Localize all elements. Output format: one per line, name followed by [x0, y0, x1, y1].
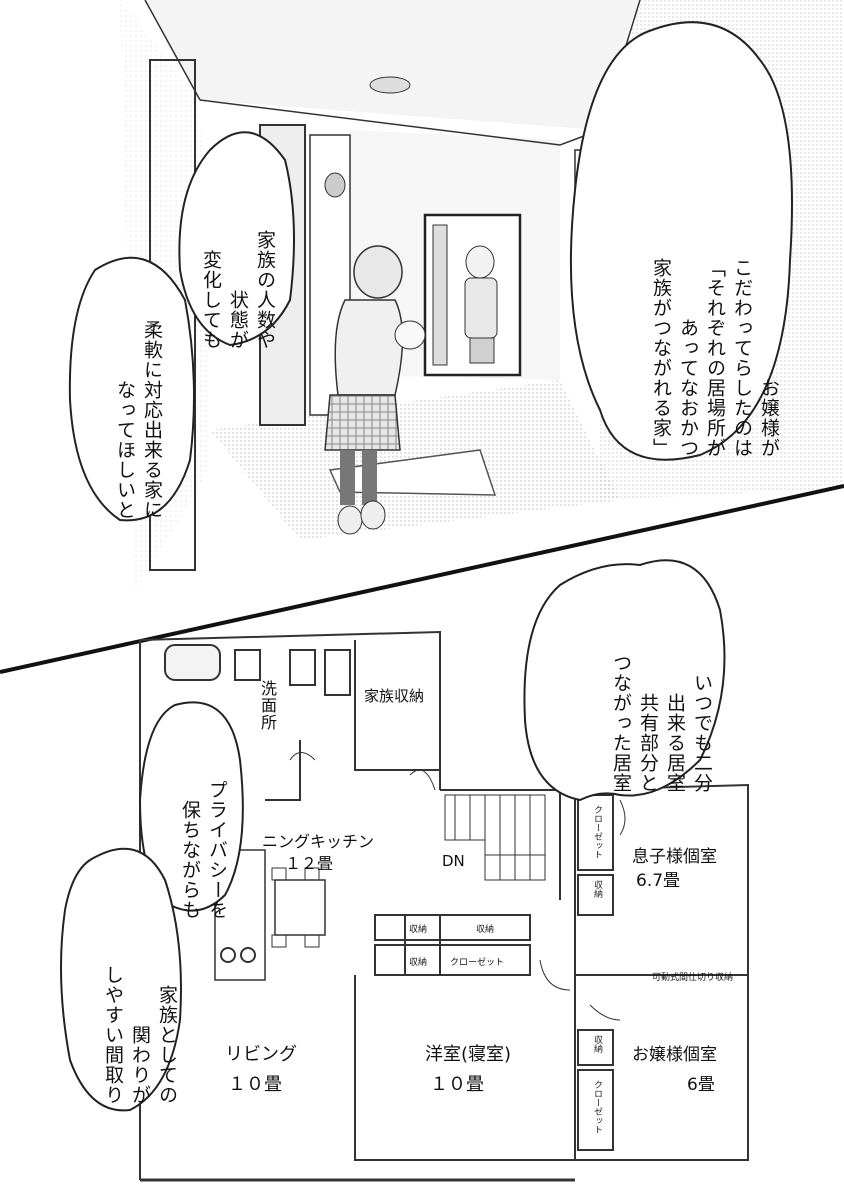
- speech-bubble-right-bottom: [523, 559, 726, 802]
- son-closet-label: クローゼット: [592, 805, 602, 859]
- line-4: 柔軟に対応出来る家に: [141, 320, 163, 520]
- movable-partition-label: 可動式間仕切り収納: [652, 973, 734, 983]
- line-2: 状態が: [227, 290, 249, 350]
- washroom-label: 洗面所: [258, 680, 277, 731]
- line-1: いつでも二分: [691, 673, 713, 793]
- speech-bubble-left-bottom-top: [138, 701, 244, 912]
- daughter-room-label: お嬢様個室: [632, 1045, 717, 1065]
- living-label: リビング: [225, 1044, 297, 1065]
- bubble-left-mid-text: 柔軟に対応出来る家に なってほしいと: [95, 300, 165, 520]
- dining-kitchen-size: １２畳: [285, 854, 334, 873]
- speech-bubble-right-top: [569, 21, 793, 461]
- line-1: 家族の人数や: [254, 230, 276, 350]
- storage-small-2: 収納: [476, 925, 495, 935]
- line-5: しやすい間取り: [102, 965, 124, 1105]
- line-2: こだわってらしたのは: [731, 258, 753, 458]
- bubble-left-top-text: 家族の人数や 状態が 変化しても: [168, 150, 278, 350]
- family-storage-label: 家族収納: [364, 687, 425, 705]
- daughter-closet-label: クローゼット: [592, 1080, 602, 1134]
- dining-kitchen-label: ニングキッチン: [262, 832, 375, 851]
- line-3: 「それぞれの居場所が: [704, 258, 726, 458]
- speech-bubble-left-bottom: [60, 847, 182, 1112]
- bubble-right-bottom-text: いつでも二分 出来る居室 共有部分と つながった居室: [545, 583, 715, 793]
- line-3: 変化しても: [200, 250, 222, 350]
- line-4: つながった居室: [610, 653, 632, 793]
- line-5: 家族がつながれる家」: [650, 258, 672, 458]
- bedroom-label: 洋室(寝室): [425, 1044, 512, 1065]
- daughter-storage-label: 収納: [592, 1035, 602, 1053]
- bubble-right-top-text: お嬢様が こだわってらしたのは 「それぞれの居場所が あってなおかつ 家族がつな…: [612, 78, 782, 458]
- speech-bubble-left-top: [178, 131, 295, 347]
- line-3: 家族としての: [156, 985, 178, 1105]
- bedroom-size: １０畳: [430, 1074, 484, 1095]
- living-size: １０畳: [228, 1074, 282, 1095]
- line-4: 関わりが: [129, 1025, 151, 1105]
- storage-small-1: 収納: [409, 925, 428, 935]
- floor-plan: [139, 630, 749, 1182]
- line-2: 保ちながらも: [179, 800, 201, 920]
- line-4: あってなおかつ: [677, 318, 699, 458]
- line-1: お嬢様が: [758, 378, 780, 458]
- bubble-left-bottom-top-text: プライバシーを 保ちながらも: [160, 740, 230, 920]
- storage-small-3: 収納: [409, 958, 428, 968]
- son-storage-label: 収納: [592, 880, 602, 898]
- line-5: なってほしいと: [114, 380, 136, 520]
- bubble-left-bottom-text: 家族としての 関わりが しやすい間取り: [80, 905, 180, 1105]
- speech-bubble-left-mid: [68, 256, 195, 522]
- line-3: 共有部分と: [637, 693, 659, 793]
- line-2: 出来る居室: [664, 693, 686, 793]
- line-1: プライバシーを: [206, 780, 228, 920]
- son-room-label: 息子様個室: [632, 847, 717, 867]
- son-room-size: 6.7畳: [636, 871, 681, 891]
- central-closet-label: クローゼット: [450, 958, 505, 968]
- stairs-down-label: DN: [442, 852, 465, 870]
- daughter-room-size: 6畳: [687, 1075, 715, 1095]
